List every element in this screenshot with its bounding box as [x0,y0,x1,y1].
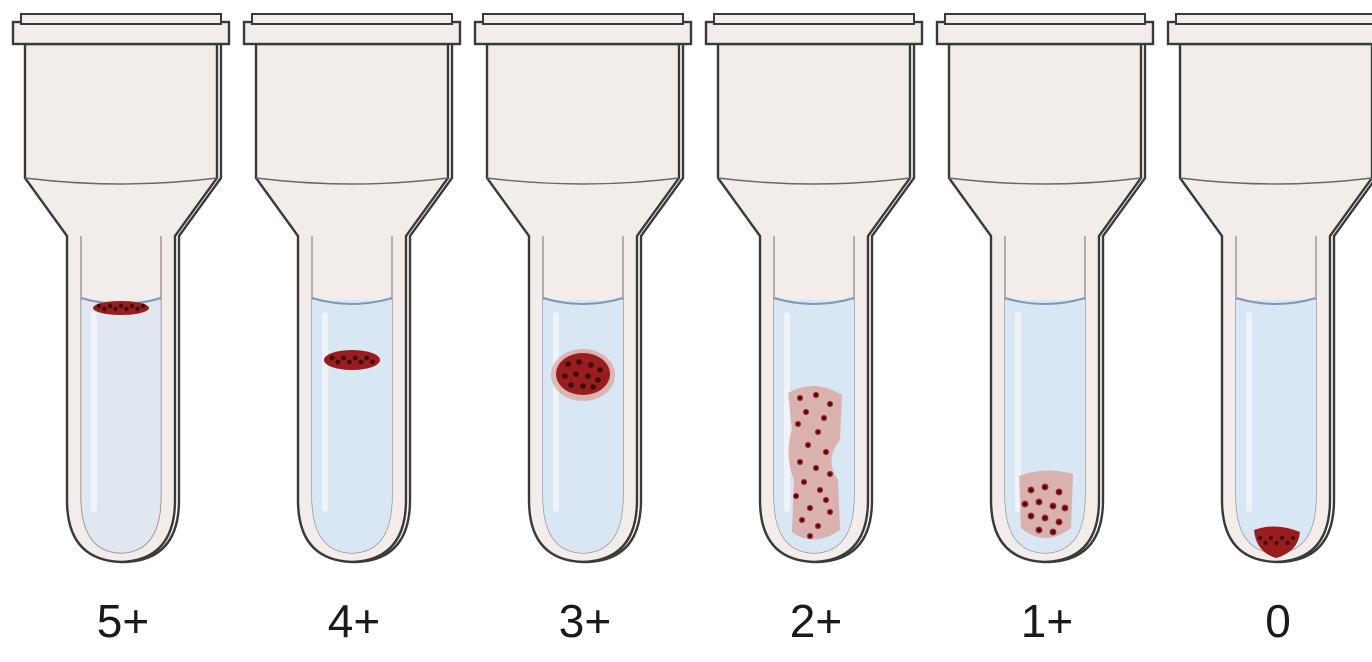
cell-dot [1057,520,1061,524]
cell-dot [97,304,101,308]
gel-tubes-graphic [0,0,1372,580]
cell-dot [798,460,801,463]
cell-dot [330,356,335,361]
cell-dot [814,393,817,396]
cell-dot [816,524,819,527]
cell-dot [806,443,809,446]
cell-dot [808,534,811,537]
cell-dot [824,450,827,453]
grade-label-0: 0 [1198,598,1358,644]
cell-dot [113,307,117,311]
cell-dot [119,304,123,308]
cell-dot [1280,536,1284,540]
cell-dot [1037,528,1041,532]
cell-dot [364,356,369,361]
cell-dot [816,430,819,433]
cell-dot [800,518,803,521]
cell-dot [335,360,340,365]
glass-highlight [91,312,97,512]
cell-dot [794,494,797,497]
cell-dot [814,466,817,469]
tube-cap-lip [1176,14,1372,24]
gel-tube-1 [13,14,229,562]
cell-dot [565,361,571,367]
gel-tube-6 [1168,14,1372,562]
tube-cap-lip [714,14,914,24]
cell-dot [1023,502,1027,506]
cell-dot [796,422,799,425]
cell-dot [1264,541,1268,545]
cell-dot [370,360,375,365]
cell-dot [588,362,594,368]
cell-dot [1286,541,1290,545]
tube-cap-lip [483,14,683,24]
cell-dot [102,307,106,311]
cell-dot [130,304,134,308]
tube-cap-lip [252,14,452,24]
cell-dot [828,402,831,405]
gel-tube-4 [706,14,922,562]
cell-dot [818,488,821,491]
grade-label-3plus: 3+ [505,598,665,644]
gel-tube-5 [937,14,1153,562]
cell-dot [347,360,352,365]
cell-dot [1291,536,1295,540]
cell-dot [573,371,579,377]
cell-dot [135,307,139,311]
glass-highlight [553,312,559,512]
cell-dot [1051,530,1055,534]
grade-label-4plus: 4+ [274,598,434,644]
cell-dot [1029,514,1033,518]
cell-dot [808,506,811,509]
cell-dot [1043,485,1047,489]
tube-cap-lip [21,14,221,24]
cell-dot [802,480,805,483]
cell-dot [359,360,364,365]
gel-tube-3 [475,14,691,562]
tube-cap [244,22,460,44]
cell-dot [824,498,827,501]
tube-cap [706,22,922,44]
cell-dot [1029,488,1033,492]
grade-label-1plus: 1+ [967,598,1127,644]
cell-dot [585,373,591,379]
cell-dot [1258,536,1262,540]
cell-dot [1269,536,1273,540]
cell-dot [1051,504,1055,508]
glass-highlight [322,312,328,512]
cell-dot [828,510,831,513]
glass-highlight [1246,312,1252,512]
grade-label-5plus: 5+ [43,598,203,644]
cell-dot [353,356,358,361]
cell-dot [108,304,112,308]
grade-label-2plus: 2+ [736,598,896,644]
tube-cap [13,22,229,44]
tube-cap [475,22,691,44]
cell-dot [1037,500,1041,504]
tube-cap [1168,22,1372,44]
cell-dot [828,472,831,475]
cell-dot [595,377,601,383]
cell-dot [1275,541,1279,545]
cell-dot [568,382,574,388]
glass-highlight [784,312,790,512]
cell-dot [798,396,801,399]
tube-cap-lip [945,14,1145,24]
cell-dot [822,416,825,419]
cell-dot [597,367,603,373]
cell-dot [341,356,346,361]
cell-dot [124,307,128,311]
cell-dot [590,384,596,390]
cell-dot [1043,516,1047,520]
cell-dot [576,359,582,365]
cell-dot [562,373,568,379]
cell-dot [804,410,807,413]
cell-dot [141,304,145,308]
cell-dot [1063,506,1067,510]
cell-dot [1057,490,1061,494]
gel-tube-2 [244,14,460,562]
cell-dot [580,383,586,389]
tube-cap [937,22,1153,44]
